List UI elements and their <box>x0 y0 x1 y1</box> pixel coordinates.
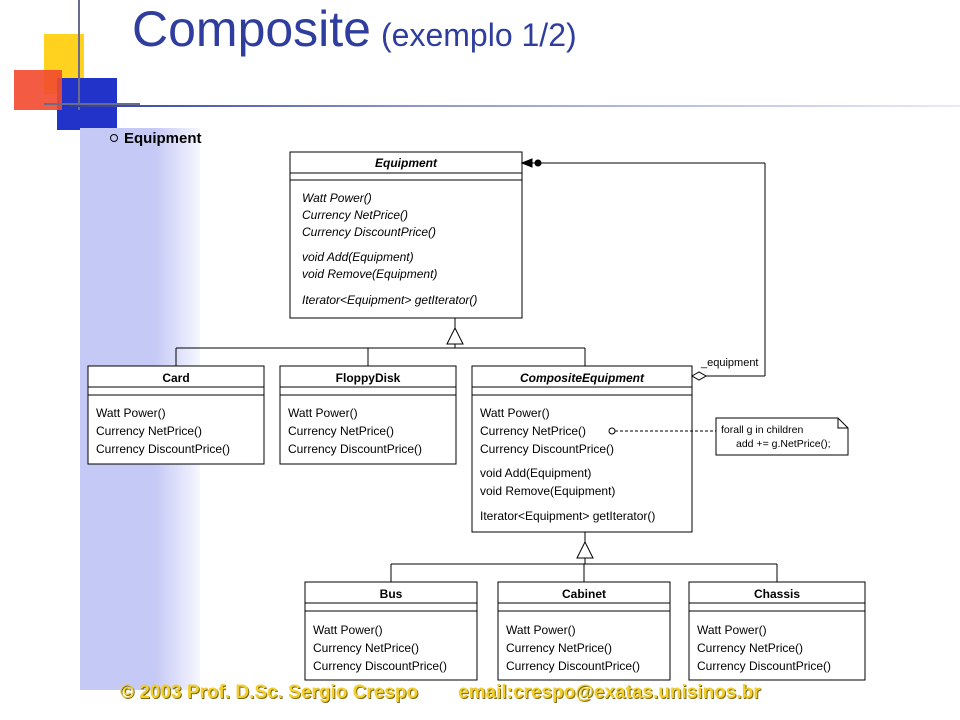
class-name: Bus <box>380 587 403 601</box>
operation: Watt Power() <box>96 406 166 420</box>
note-line: forall g in children <box>721 424 803 436</box>
class-name: FloppyDisk <box>336 371 401 385</box>
operation: Watt Power() <box>480 406 550 420</box>
operation: Watt Power() <box>313 623 383 637</box>
title-subtitle: (exemplo 1/2) <box>381 17 577 53</box>
operation: Currency DiscountPrice() <box>697 659 831 673</box>
inheritance-composite <box>390 532 778 582</box>
operation: Currency DiscountPrice() <box>288 442 422 456</box>
diagram-heading: Equipment <box>124 130 202 147</box>
class-cabinet: Cabinet Watt Power() Currency NetPrice()… <box>497 581 671 681</box>
operation: Watt Power() <box>697 623 767 637</box>
class-name: CompositeEquipment <box>520 371 645 385</box>
operation: Currency DiscountPrice() <box>480 442 614 456</box>
slide-title: Composite (exemplo 1/2) <box>132 0 577 58</box>
title-rule <box>70 105 960 107</box>
operation: Currency NetPrice() <box>288 424 394 438</box>
operation: Watt Power() <box>288 406 358 420</box>
class-equipment: Equipment Watt Power() Currency NetPrice… <box>289 151 523 319</box>
operation: Currency DiscountPrice() <box>302 225 436 239</box>
aggregation-association: _equipment <box>520 158 766 381</box>
operation: Watt Power() <box>506 623 576 637</box>
decorative-squares-logo <box>14 0 140 130</box>
bullet-icon <box>110 134 118 142</box>
operation: Iterator<Equipment> getIterator() <box>302 293 477 307</box>
inheritance-equipment <box>175 318 586 366</box>
operation: Currency NetPrice() <box>697 641 803 655</box>
class-name: Equipment <box>375 156 438 170</box>
class-composite-equipment: CompositeEquipment Watt Power() Currency… <box>471 365 693 533</box>
association-label: _equipment <box>700 357 759 369</box>
class-floppydisk: FloppyDisk Watt Power() Currency NetPric… <box>279 365 457 465</box>
footer-copyright: © 2003 Prof. D.Sc. Sergio Crespo <box>120 682 419 703</box>
operation: Iterator<Equipment> getIterator() <box>480 509 655 523</box>
operation: Watt Power() <box>302 191 372 205</box>
operation: Currency NetPrice() <box>96 424 202 438</box>
operation: Currency NetPrice() <box>480 424 586 438</box>
operation: Currency NetPrice() <box>506 641 612 655</box>
operation: Currency NetPrice() <box>302 208 408 222</box>
class-name: Chassis <box>754 587 800 601</box>
operation: Currency DiscountPrice() <box>313 659 447 673</box>
title-main: Composite <box>132 1 371 57</box>
class-name: Cabinet <box>562 587 606 601</box>
operation: void Add(Equipment) <box>480 466 591 480</box>
operation: Currency DiscountPrice() <box>506 659 640 673</box>
operation: Currency DiscountPrice() <box>96 442 230 456</box>
operation: void Remove(Equipment) <box>302 267 437 281</box>
operation: void Remove(Equipment) <box>480 484 615 498</box>
class-bus: Bus Watt Power() Currency NetPrice() Cur… <box>304 581 478 681</box>
class-card: Card Watt Power() Currency NetPrice() Cu… <box>87 365 265 465</box>
class-name: Card <box>162 371 189 385</box>
slide-footer: © 2003 Prof. D.Sc. Sergio Crespo email:cr… <box>120 682 761 704</box>
note: forall g in children add += g.NetPrice()… <box>608 417 849 456</box>
class-chassis: Chassis Watt Power() Currency NetPrice()… <box>688 581 866 681</box>
note-line: add += g.NetPrice(); <box>736 438 831 450</box>
footer-email: email:crespo@exatas.unisinos.br <box>458 682 761 703</box>
operation: void Add(Equipment) <box>302 250 414 264</box>
operation: Currency NetPrice() <box>313 641 419 655</box>
